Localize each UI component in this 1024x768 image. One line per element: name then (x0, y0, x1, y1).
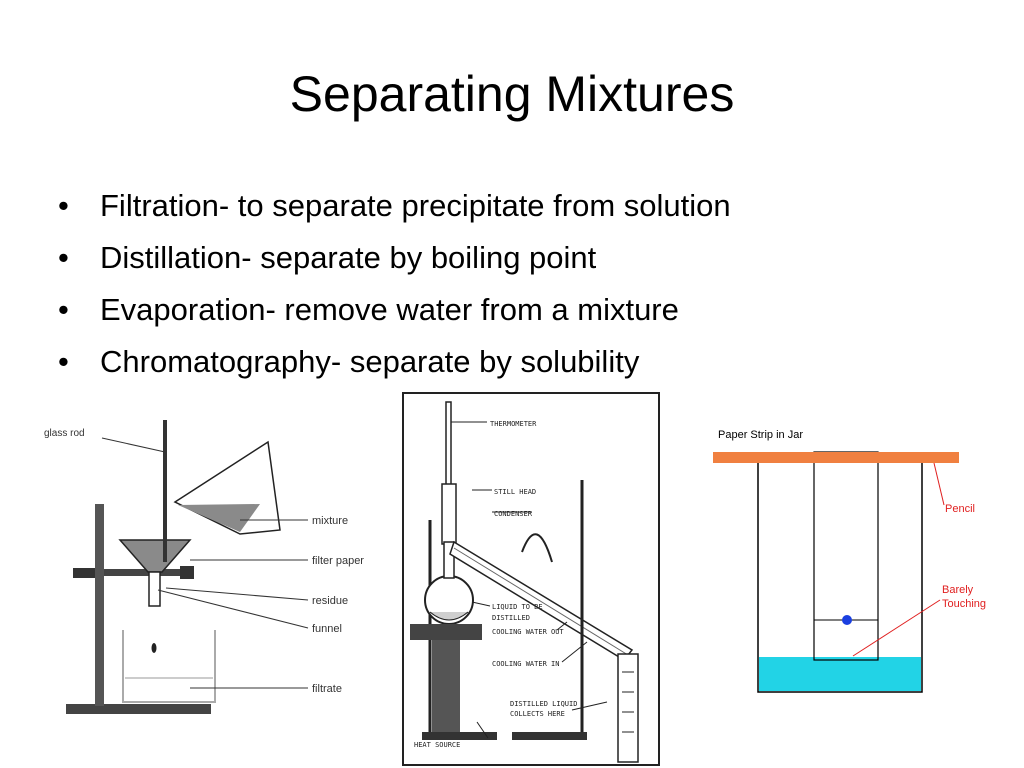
bullet-icon: • (58, 344, 69, 379)
bullet-item: •Distillation- separate by boiling point (58, 232, 731, 284)
label-glass-rod: glass rod (44, 428, 85, 439)
label-barely-line2: Touching (942, 598, 986, 610)
water-fill (759, 657, 921, 691)
bullet-icon: • (58, 240, 69, 275)
pencil-bar (713, 452, 959, 463)
label-mixture: mixture (312, 515, 348, 527)
bullet-icon: • (58, 292, 69, 327)
label-still-head: STILL HEAD (494, 488, 536, 496)
filtration-diagram: glass rod mixture filter paper residue f… (44, 420, 364, 714)
label-residue: residue (312, 595, 348, 607)
label-heat-source: HEAT SOURCE (414, 741, 460, 749)
label-pencil: Pencil (945, 503, 975, 515)
label-paper-strip-title: Paper Strip in Jar (718, 429, 803, 441)
chromatography-diagram: Paper Strip in Jar Pencil Barely Touchin… (713, 429, 986, 693)
label-filter-paper: filter paper (312, 555, 364, 567)
label-cooling-in: COOLING WATER IN (492, 660, 559, 668)
label-distilled-line2: COLLECTS HERE (510, 710, 565, 718)
label-thermometer: THERMOMETER (490, 420, 537, 428)
label-funnel: funnel (312, 623, 342, 635)
label-condenser: CONDENSER (494, 510, 533, 518)
bullet-item: •Chromatography- separate by solubility (58, 336, 731, 388)
bullet-list: •Filtration- to separate precipitate fro… (58, 180, 731, 388)
bullet-item: •Evaporation- remove water from a mixtur… (58, 284, 731, 336)
label-distilled-line1: DISTILLED LIQUID (510, 700, 577, 708)
sample-dot (842, 615, 852, 625)
label-cooling-out: COOLING WATER OUT (492, 628, 564, 636)
bullet-item: •Filtration- to separate precipitate fro… (58, 180, 731, 232)
bullet-icon: • (58, 188, 69, 223)
label-barely-line1: Barely (942, 584, 974, 596)
slide-title: Separating Mixtures (289, 66, 735, 122)
label-liquid-line1: LIQUID TO BE (492, 603, 543, 611)
label-liquid-line2: DISTILLED (492, 614, 530, 622)
distillation-diagram: THERMOMETER STILL HEAD CONDENSER LIQUID … (402, 392, 660, 766)
label-filtrate: filtrate (312, 683, 342, 695)
